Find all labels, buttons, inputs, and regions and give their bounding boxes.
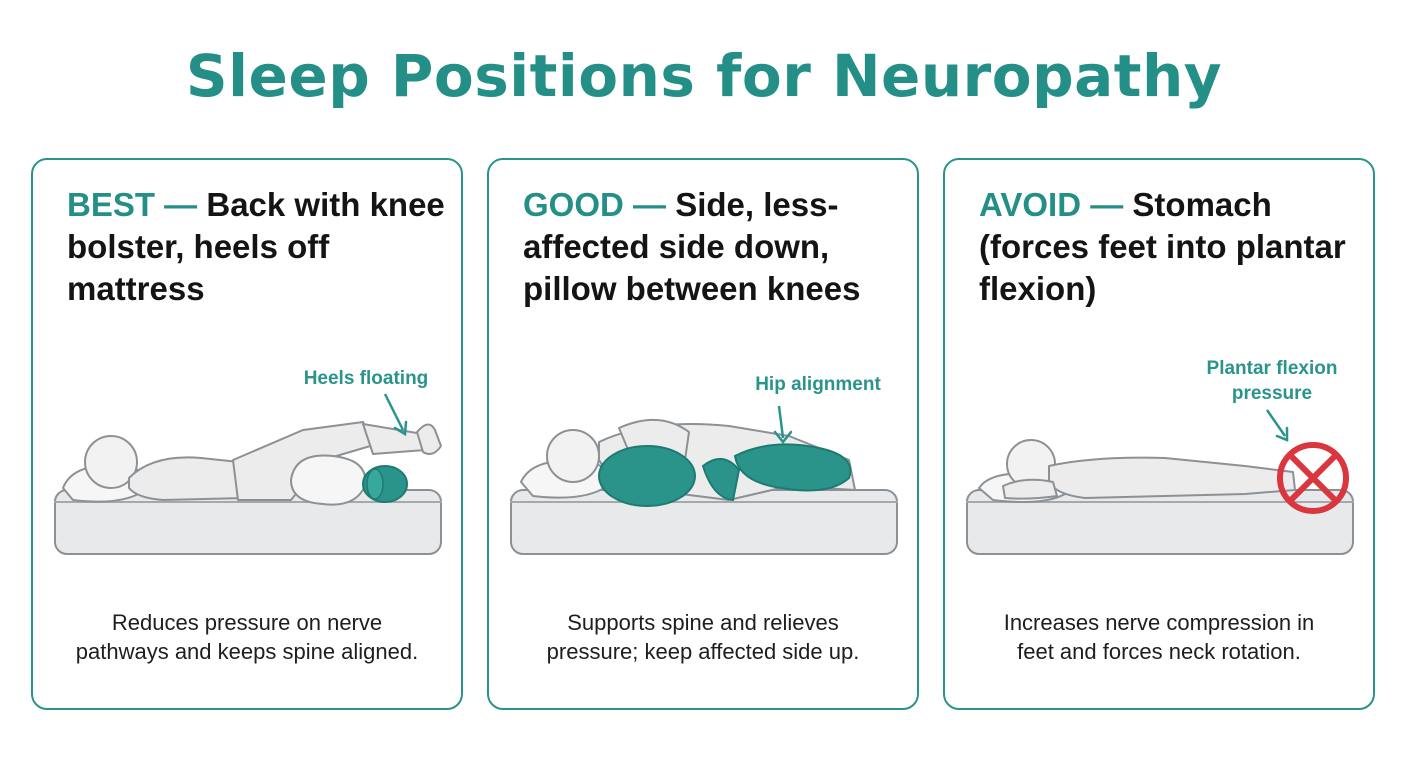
- best-position-card: BEST — Back with knee bolster, heels off…: [31, 158, 463, 710]
- knee-pillow-icon: [290, 454, 367, 506]
- page-title: Sleep Positions for Neuropathy: [185, 42, 1223, 110]
- good-tag: GOOD: [523, 186, 624, 223]
- hip-alignment-callout: Hip alignment: [755, 374, 881, 395]
- best-heading-text: Back with knee bolster, heels off mattre…: [67, 186, 445, 307]
- plantar-callout-arrow: [1265, 409, 1287, 437]
- body-pillow-icon: [598, 445, 696, 507]
- heels-callout-arrow: [383, 393, 405, 431]
- avoid-position-card: AVOID — Stomach (forces feet into planta…: [943, 158, 1375, 710]
- best-card-heading: BEST — Back with knee bolster, heels off…: [67, 184, 447, 310]
- side-sleeping-illustration: [510, 405, 898, 555]
- best-separator: —: [155, 186, 207, 223]
- good-position-card: GOOD — Side, less-affected side down, pi…: [487, 158, 919, 710]
- avoid-separator: —: [1081, 186, 1133, 223]
- back-sleeping-illustration: [54, 393, 442, 555]
- person-head-icon: [546, 429, 600, 483]
- best-tag: BEST: [67, 186, 156, 223]
- avoid-description: Increases nerve compression in feet and …: [1003, 610, 1315, 664]
- mattress-icon: [510, 489, 898, 555]
- heels-floating-callout: Heels floating: [303, 368, 429, 389]
- avoid-card-heading: AVOID — Stomach (forces feet into planta…: [979, 184, 1359, 310]
- good-description: Supports spine and relieves pressure; ke…: [546, 610, 860, 664]
- hip-callout-arrow: [777, 405, 785, 439]
- avoid-heading-text: Stomach (forces feet into plantar flexio…: [979, 186, 1346, 307]
- best-description: Reduces pressure on nerve pathways and k…: [75, 610, 419, 664]
- good-heading-text: Side, less-affected side down, pillow be…: [523, 186, 861, 307]
- knee-pillow-icon: [733, 443, 852, 492]
- good-separator: —: [623, 186, 676, 223]
- stomach-sleeping-illustration: [966, 409, 1354, 555]
- prohibited-icon: [1277, 442, 1349, 514]
- person-head-icon: [84, 435, 138, 489]
- plantar-flexion-callout: Plantar flexion pressure: [1206, 358, 1338, 404]
- avoid-tag: AVOID: [979, 186, 1082, 223]
- good-card-heading: GOOD — Side, less-affected side down, pi…: [523, 184, 903, 310]
- feet-icon: [416, 423, 442, 455]
